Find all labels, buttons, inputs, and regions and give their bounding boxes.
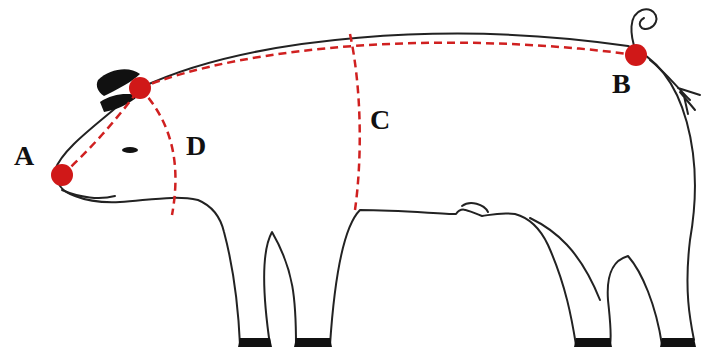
pig-eye bbox=[122, 147, 138, 153]
body-length-line bbox=[140, 43, 636, 88]
measure-point bbox=[625, 44, 647, 66]
part-label: D bbox=[186, 132, 206, 160]
pig-belly-fold bbox=[462, 203, 488, 212]
pig-mouth bbox=[62, 190, 115, 198]
pig-hoof bbox=[660, 338, 696, 347]
pig-features bbox=[97, 69, 696, 347]
measure-lines bbox=[62, 34, 636, 215]
pig-tail-tuft bbox=[650, 60, 700, 114]
pig-leg-line bbox=[530, 218, 600, 300]
part-label: A bbox=[14, 142, 34, 170]
measure-points bbox=[51, 44, 647, 186]
part-label: B bbox=[612, 70, 631, 98]
pig-hoof bbox=[294, 338, 332, 347]
neck-girth-line bbox=[140, 88, 175, 215]
measure-point bbox=[129, 77, 151, 99]
chest-girth-line bbox=[350, 34, 360, 210]
part-label: C bbox=[370, 106, 390, 134]
pig-body bbox=[55, 34, 695, 345]
pig-outline bbox=[55, 9, 700, 345]
pig-hoof bbox=[238, 338, 272, 347]
pig-hoof bbox=[574, 338, 612, 347]
head-length-line bbox=[62, 88, 140, 175]
measure-point bbox=[51, 164, 73, 186]
